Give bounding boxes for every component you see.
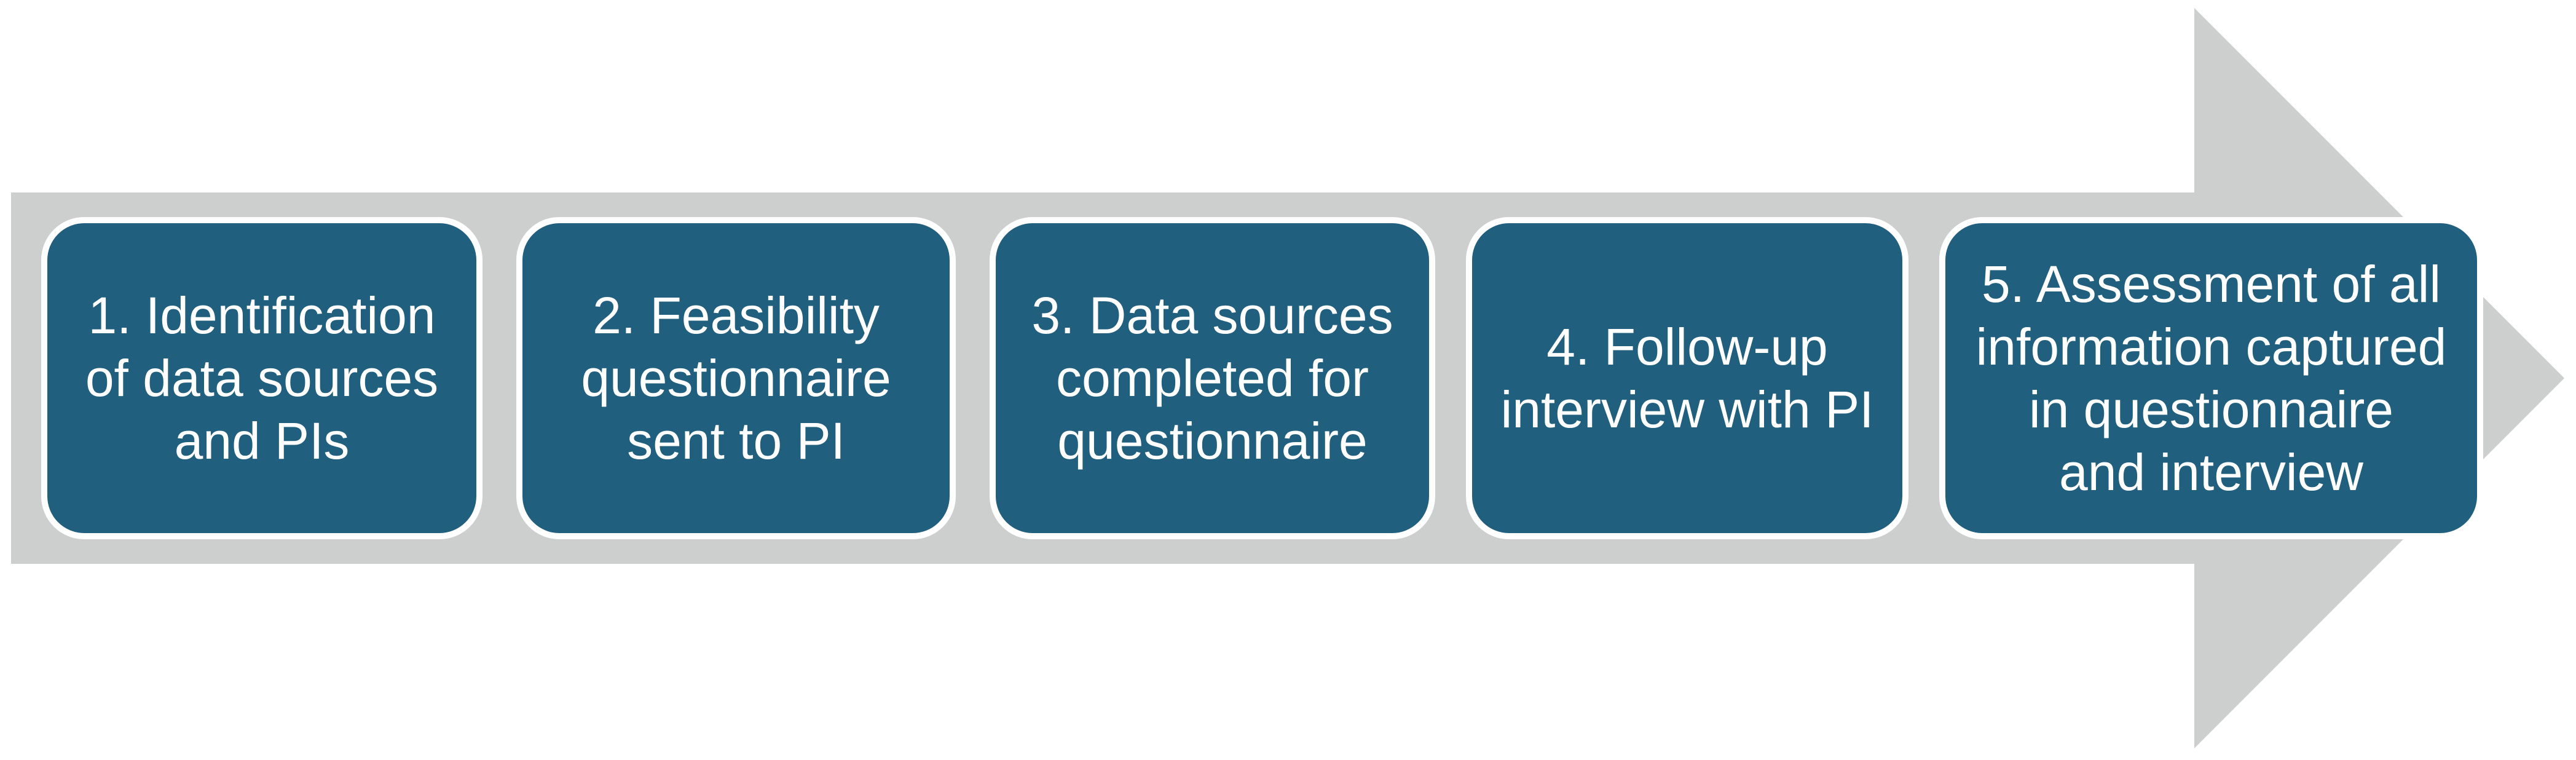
step-box-4: 4. Follow-up interview with PI [1466,217,1908,539]
step-box-2: 2. Feasibility questionnaire sent to PI [516,217,956,539]
step-4-label: 4. Follow-up interview with PI [1500,318,1874,438]
step-box-1: 1. Identification of data sources and PI… [41,217,483,539]
step-box-3: 3. Data sources completed for questionna… [990,217,1435,539]
step-box-5: 5. Assessment of all information capture… [1939,217,2483,539]
step-5-label: 5. Assessment of all information capture… [1975,255,2447,501]
step-1-label: 1. Identification of data sources and PI… [85,287,439,470]
step-3-label: 3. Data sources completed for questionna… [1031,287,1393,470]
step-2-label: 2. Feasibility questionnaire sent to PI [581,287,891,470]
